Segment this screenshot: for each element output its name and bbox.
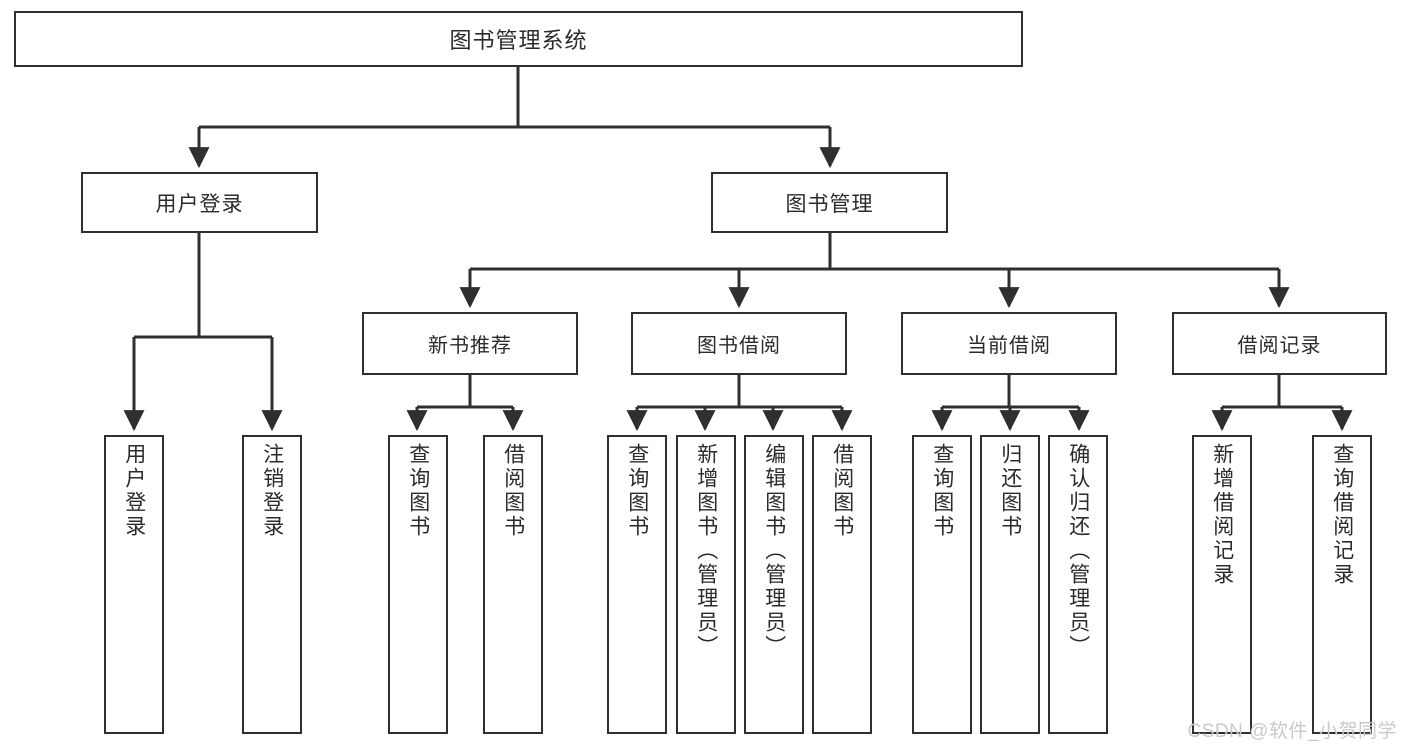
leaf-borrow-book[interactable]: 借阅图书 (812, 435, 872, 734)
leaf-label: 查询图书 (625, 443, 649, 539)
leaf-add-borrow-record[interactable]: 新增借阅记录 (1192, 435, 1252, 734)
csdn-watermark: CSDN @软件_小贺同学 (1187, 721, 1397, 742)
leaf-label: 归还图书 (998, 443, 1022, 539)
node-label: 图书管理系统 (449, 28, 588, 53)
leaf-label: 查询借阅记录 (1330, 443, 1354, 587)
leaf-edit-book-admin[interactable]: 编辑图书（管理员） (744, 435, 804, 734)
node-label: 图书管理 (785, 192, 874, 216)
node-borrow-record[interactable]: 借阅记录 (1172, 312, 1387, 375)
leaf-logout[interactable]: 注销登录 (242, 435, 302, 734)
leaf-query-book-borrow[interactable]: 查询图书 (607, 435, 667, 734)
leaf-user-login[interactable]: 用户登录 (104, 435, 164, 734)
leaf-label: 确认归还（管理员） (1066, 443, 1090, 659)
node-user-login[interactable]: 用户登录 (81, 172, 318, 233)
leaf-label: 新增图书（管理员） (694, 443, 718, 659)
node-book-management[interactable]: 图书管理 (711, 172, 948, 233)
leaf-label: 新增借阅记录 (1210, 443, 1234, 587)
leaf-label: 用户登录 (122, 443, 146, 539)
leaf-query-book-recommend[interactable]: 查询图书 (388, 435, 448, 734)
leaf-label: 编辑图书（管理员） (762, 443, 786, 659)
node-label: 新书推荐 (428, 335, 512, 357)
leaf-borrow-book-recommend[interactable]: 借阅图书 (483, 435, 543, 734)
node-label: 图书借阅 (697, 335, 781, 357)
leaf-confirm-return-admin[interactable]: 确认归还（管理员） (1048, 435, 1108, 734)
leaf-query-book-current[interactable]: 查询图书 (912, 435, 972, 734)
node-label: 用户登录 (155, 192, 244, 216)
leaf-query-borrow-record[interactable]: 查询借阅记录 (1312, 435, 1372, 734)
leaf-label: 借阅图书 (501, 443, 525, 539)
leaf-label: 查询图书 (930, 443, 954, 539)
node-root-system[interactable]: 图书管理系统 (14, 11, 1023, 67)
leaf-add-book-admin[interactable]: 新增图书（管理员） (676, 435, 736, 734)
node-book-borrow[interactable]: 图书借阅 (631, 312, 847, 375)
node-new-book-recommend[interactable]: 新书推荐 (362, 312, 578, 375)
leaf-label: 查询图书 (406, 443, 430, 539)
leaf-label: 注销登录 (260, 443, 284, 539)
node-label: 借阅记录 (1237, 335, 1322, 357)
leaf-label: 借阅图书 (830, 443, 854, 539)
node-label: 当前借阅 (967, 335, 1051, 357)
leaf-return-book[interactable]: 归还图书 (980, 435, 1040, 734)
node-current-borrow[interactable]: 当前借阅 (901, 312, 1117, 375)
